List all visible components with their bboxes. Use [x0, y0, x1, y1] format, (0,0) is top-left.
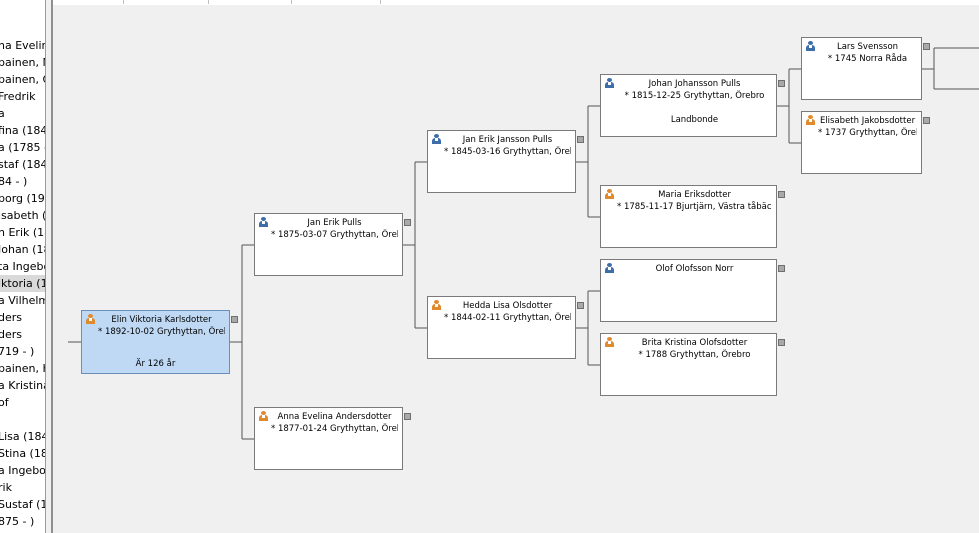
- person-birth: * 1875-03-07 Grythyttan, Örebro: [271, 230, 398, 240]
- expand-ancestors-button[interactable]: [404, 413, 411, 420]
- person-birth: * 1745 Norra Råda: [827, 54, 908, 64]
- person-card-p8[interactable]: Olof Olofsson Norr: [600, 259, 777, 322]
- person-birth: * 1788 Grythyttan, Örebro: [638, 350, 751, 360]
- male-person-icon: [605, 78, 614, 88]
- tab-3[interactable]: [291, 0, 381, 4]
- person-card-p6[interactable]: Johan Johansson Pulls * 1815-12-25 Grythy…: [600, 74, 777, 137]
- expand-ancestors-button[interactable]: [923, 43, 930, 50]
- person-list[interactable]: na Evelina painen, Ma painen, Ol Fredrik a fi…: [0, 0, 45, 533]
- person-card-p7[interactable]: Maria Eriksdotter * 1785-11-17 Bjurtjärn,…: [600, 185, 777, 248]
- person-list-item[interactable]: isabeth (17: [0, 209, 45, 222]
- person-list-item[interactable]: of: [0, 396, 9, 409]
- person-list-item[interactable]: iktoria (18: [0, 275, 45, 292]
- male-person-icon: [605, 263, 614, 273]
- person-list-item[interactable]: [0, 411, 45, 428]
- person-list-item[interactable]: Lisa (184: [0, 430, 45, 443]
- female-person-icon: [86, 314, 95, 324]
- female-person-icon: [806, 115, 815, 125]
- expand-ancestors-button[interactable]: [231, 316, 238, 323]
- person-name: Jan Erik Pulls: [307, 218, 362, 228]
- panel-splitter[interactable]: [46, 0, 51, 533]
- person-birth: * 1785-11-17 Bjurtjärn, Västra tåbäcken: [617, 202, 772, 212]
- person-list-item[interactable]: staf (1846: [0, 158, 45, 171]
- person-birth: * 1892-10-02 Grythyttan, Örebro: [98, 327, 225, 337]
- person-list-item[interactable]: n Erik (184: [0, 226, 45, 239]
- person-list-item[interactable]: Sustaf (18: [0, 498, 45, 511]
- person-name: Elin Viktoria Karlsdotter: [111, 315, 212, 325]
- splitter-edge: [51, 0, 53, 533]
- tab-strip: [53, 0, 979, 5]
- person-list-item[interactable]: Johan (18: [0, 243, 45, 256]
- person-birth: * 1815-12-25 Grythyttan, Örebro: [624, 91, 765, 101]
- tab-1[interactable]: [123, 0, 209, 4]
- person-name: Olof Olofsson Norr: [655, 264, 734, 274]
- person-birth: * 1845-03-16 Grythyttan, Örebro: [444, 147, 571, 157]
- expand-ancestors-button[interactable]: [778, 339, 785, 346]
- person-name: Brita Kristina Olofsdotter: [641, 338, 748, 348]
- person-list-item[interactable]: a Vilhelmin: [0, 294, 45, 307]
- person-name: Johan Johansson Pulls: [648, 79, 741, 89]
- person-name: Jan Erik Jansson Pulls: [462, 135, 553, 145]
- person-list-item[interactable]: painen, Kr: [0, 362, 45, 375]
- female-person-icon: [432, 300, 441, 310]
- person-list-item[interactable]: Fredrik: [0, 90, 36, 103]
- person-list-item[interactable]: painen, Ma: [0, 56, 45, 69]
- expand-ancestors-button[interactable]: [577, 302, 584, 309]
- person-list-item[interactable]: painen, Ol: [0, 73, 45, 86]
- expand-ancestors-button[interactable]: [577, 136, 584, 143]
- person-list-item[interactable]: 84 - ): [0, 175, 28, 188]
- person-list-item[interactable]: na Evelina: [0, 39, 45, 52]
- person-list-item[interactable]: ders: [0, 311, 23, 324]
- person-list-item[interactable]: a: [0, 107, 5, 120]
- person-list-item[interactable]: borg (1924: [0, 192, 45, 205]
- male-person-icon: [806, 41, 815, 51]
- expand-ancestors-button[interactable]: [923, 117, 930, 124]
- person-card-p4[interactable]: Jan Erik Jansson Pulls * 1845-03-16 Gryth…: [427, 130, 576, 193]
- person-list-item[interactable]: Stina (18: [0, 447, 45, 460]
- person-extra: Är 126 år: [135, 359, 176, 369]
- expand-ancestors-button[interactable]: [778, 191, 785, 198]
- expand-ancestors-button[interactable]: [778, 80, 785, 87]
- person-list-item[interactable]: a (1785 - ): [0, 141, 45, 154]
- person-card-p5[interactable]: Hedda Lisa Olsdotter * 1844-02-11 Grythyt…: [427, 296, 576, 359]
- person-card-p10[interactable]: Lars Svensson * 1745 Norra Råda: [801, 37, 922, 100]
- expand-ancestors-button[interactable]: [778, 265, 785, 272]
- person-list-item[interactable]: rik: [0, 481, 12, 494]
- person-extra: Landbonde: [670, 115, 719, 125]
- person-name: Lars Svensson: [836, 42, 899, 52]
- person-card-p2[interactable]: Jan Erik Pulls * 1875-03-07 Grythyttan, Ö…: [254, 213, 403, 276]
- female-person-icon: [259, 411, 268, 421]
- female-person-icon: [605, 337, 614, 347]
- person-list-item[interactable]: a Kristina (: [0, 379, 45, 392]
- person-name: Anna Evelina Andersdotter: [277, 412, 392, 422]
- person-list-item[interactable]: 875 - ): [0, 515, 35, 528]
- person-list-item[interactable]: ders: [0, 328, 23, 341]
- person-card-p11[interactable]: Elisabeth Jakobsdotter * 1737 Grythyttan,…: [801, 111, 922, 174]
- person-birth: * 1737 Grythyttan, Örebro: [818, 128, 917, 138]
- person-birth: * 1844-02-11 Grythyttan, Örebro: [444, 313, 571, 323]
- person-card-p3[interactable]: Anna Evelina Andersdotter * 1877-01-24 Gr…: [254, 407, 403, 470]
- female-person-icon: [605, 189, 614, 199]
- person-name: Maria Eriksdotter: [658, 190, 731, 200]
- male-person-icon: [432, 134, 441, 144]
- male-person-icon: [259, 217, 268, 227]
- person-list-item[interactable]: 719 - ): [0, 345, 35, 358]
- person-birth: * 1877-01-24 Grythyttan, Örebro: [271, 424, 398, 434]
- expand-ancestors-button[interactable]: [404, 219, 411, 226]
- person-name: Hedda Lisa Olsdotter: [462, 301, 553, 311]
- person-name: Elisabeth Jakobsdotter: [819, 116, 916, 126]
- tab-2[interactable]: [208, 0, 292, 4]
- sidebar-border: [45, 0, 46, 533]
- person-card-p9[interactable]: Brita Kristina Olofsdotter * 1788 Grythyt…: [600, 333, 777, 396]
- person-card-p1[interactable]: Elin Viktoria Karlsdotter * 1892-10-02 Gr…: [81, 310, 230, 374]
